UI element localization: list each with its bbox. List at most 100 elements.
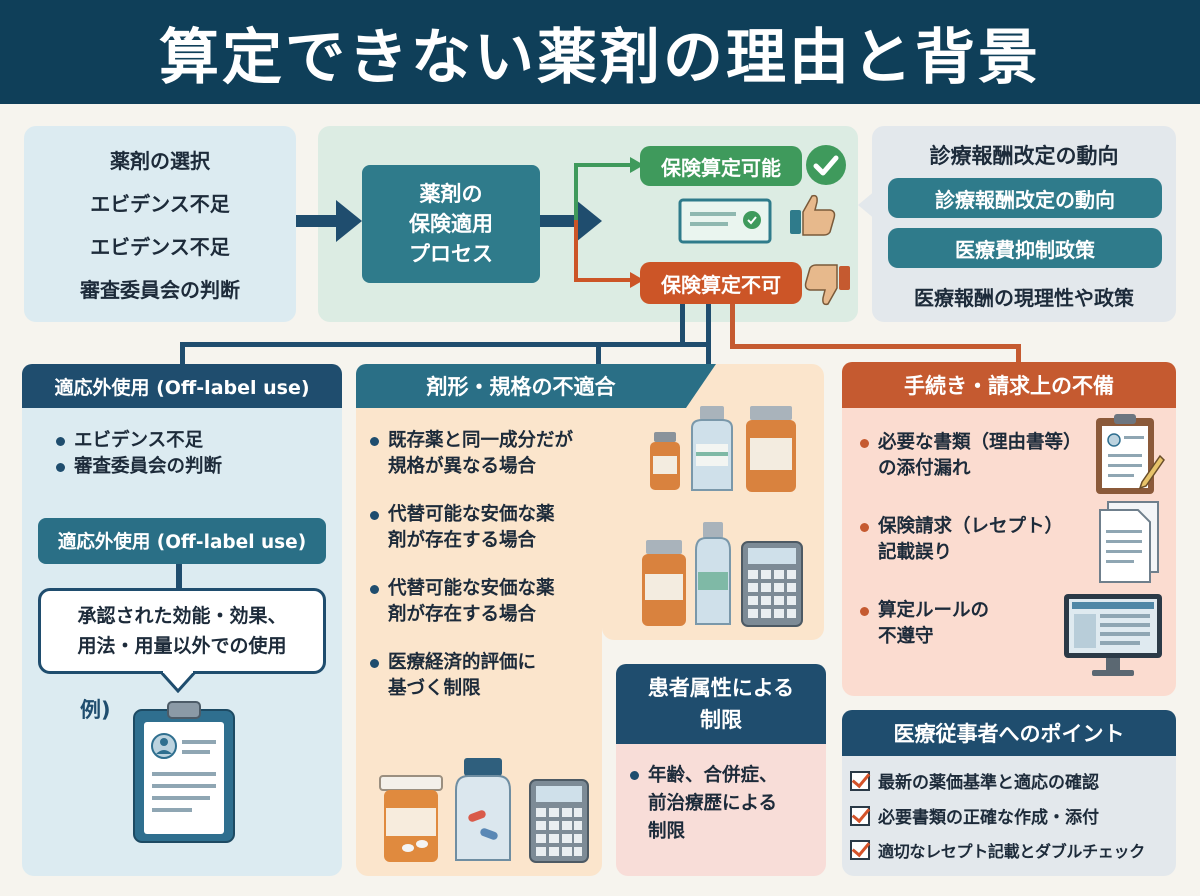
top-left-line: エビデンス不足 — [90, 235, 230, 259]
offlabel-header: 適応外使用 (Off-label use) — [22, 364, 342, 408]
definition-line: 用法・用量以外での使用 — [77, 635, 287, 657]
approved-pill: 保険算定可能 — [640, 146, 802, 186]
connector-line — [180, 342, 185, 370]
thumbs-down-icon — [804, 264, 850, 306]
patient-header-line: 患者属性による — [647, 676, 795, 700]
list-item-line: 制限 — [648, 821, 686, 842]
insurance-process-box: 薬剤の 保険適用 プロセス — [362, 165, 540, 283]
list-item: 審査委員会の判断 — [54, 454, 324, 480]
checklist-item: 必要書類の正確な作成・添付 — [850, 803, 1174, 828]
list-item-line: の添付漏れ — [878, 458, 971, 479]
checklist-item-label: 最新の薬価基準と適応の確認 — [878, 773, 1099, 793]
list-item-line: 代替可能な安価な薬 — [388, 504, 555, 525]
medicine-bottle-icon — [691, 406, 733, 491]
monitor-icon — [1064, 594, 1162, 676]
checklist-item-label: 必要書類の正確な作成・添付 — [878, 808, 1099, 828]
dosage-form-header-label: 剤形・規格の不適合 — [426, 375, 616, 399]
process-line: プロセス — [409, 242, 493, 266]
check-icon — [806, 145, 846, 185]
list-item: 既存薬と同一成分だが規格が異なる場合 — [368, 428, 618, 480]
list-item-line: 代替可能な安価な薬 — [388, 578, 555, 599]
list-item-line: 剤が存在する場合 — [388, 604, 537, 625]
page-title: 算定できない薬剤の理由と背景 — [159, 22, 1041, 93]
arrow-right-icon — [296, 200, 362, 242]
trends-footer: 医療報酬の現理性や政策 — [914, 286, 1134, 310]
top-left-line: 薬剤の選択 — [110, 149, 210, 173]
certificate-icon — [678, 198, 772, 244]
procedure-header-label: 手続き・請求上の不備 — [904, 374, 1114, 398]
denied-pill: 保険算定不可 — [640, 262, 802, 304]
checkbox-icon — [850, 805, 870, 826]
medicine-bottle-icon — [379, 775, 443, 862]
trends-panel — [872, 126, 1176, 322]
trends-title: 診療報酬改定の動向 — [929, 144, 1119, 168]
list-item-line: 記載誤り — [878, 542, 953, 563]
clipboard-icon — [133, 701, 235, 843]
list-item: 代替可能な安価な薬剤が存在する場合 — [368, 502, 618, 554]
list-item-line: 不遵守 — [878, 626, 934, 647]
checklist-item: 適切なレセプト記載とダブルチェック — [850, 838, 1174, 862]
list-item-line: 保険請求（レセプト） — [878, 516, 1064, 537]
example-label: 例) — [80, 698, 111, 722]
connector-line — [680, 304, 685, 346]
list-item: 算定ルールの不遵守 — [858, 598, 1098, 650]
list-item-line: 前治療歴による — [648, 793, 777, 814]
list-item-line: 基づく制限 — [388, 678, 481, 699]
checklist-item: 最新の薬価基準と適応の確認 — [850, 768, 1174, 793]
list-item: 必要な書類（理由書等）の添付漏れ — [858, 430, 1098, 482]
connector-line — [730, 344, 1020, 349]
process-line: 薬剤の — [419, 182, 483, 206]
list-item: 代替可能な安価な薬剤が存在する場合 — [368, 576, 618, 628]
patient-header-line: 制限 — [700, 708, 742, 732]
dosage-form-header: 剤形・規格の不適合 — [356, 364, 686, 408]
definition-line: 承認された効能・効果、 — [77, 605, 287, 627]
medicine-bottle-icon — [650, 432, 680, 490]
thumbs-up-icon — [790, 194, 836, 236]
points-header-label: 医療従事者へのポイント — [893, 722, 1125, 746]
offlabel-bullets: エビデンス不足 審査委員会の判断 — [54, 428, 324, 480]
title-bar: 算定できない薬剤の理由と背景 — [0, 0, 1200, 104]
patient-header: 患者属性による 制限 — [616, 664, 826, 744]
list-item-line: 年齢、合併症、 — [648, 765, 778, 786]
checkbox-icon — [850, 840, 870, 860]
offlabel-sub-header-label: 適応外使用 (Off-label use) — [57, 532, 307, 553]
offlabel-sub-header: 適応外使用 (Off-label use) — [38, 518, 326, 564]
trend-item-label: 診療報酬改定の動向 — [935, 187, 1115, 212]
pointer-icon — [858, 190, 876, 220]
list-item: 医療経済的評価に基づく制限 — [368, 650, 618, 702]
connector-line — [176, 564, 182, 590]
branch-connector — [574, 157, 644, 288]
patient-bullets: 年齢、合併症、 前治療歴による 制限 — [628, 762, 818, 846]
list-item-line: 算定ルールの — [878, 600, 990, 621]
definition-bubble: 承認された効能・効果、 用法・用量以外での使用 — [38, 588, 326, 674]
list-item: 保険請求（レセプト） 記載誤り — [858, 514, 1098, 566]
process-line: 保険適用 — [409, 212, 493, 236]
medicine-bottle-icon — [642, 540, 686, 626]
top-left-line: 審査委員会の判断 — [80, 278, 240, 302]
trend-item: 診療報酬改定の動向 — [888, 178, 1162, 218]
list-item-line: 既存薬と同一成分だが — [388, 430, 574, 451]
checkbox-icon — [850, 770, 870, 791]
checklist-item-label: 適切なレセプト記載とダブルチェック — [878, 842, 1145, 861]
trend-item: 医療費抑制政策 — [888, 228, 1162, 268]
calculator-icon — [741, 541, 803, 627]
points-checklist: 最新の薬価基準と適応の確認 必要書類の正確な作成・添付 適切なレセプト記載とダブ… — [850, 768, 1174, 872]
list-item-line: 剤が存在する場合 — [388, 530, 537, 551]
procedure-header: 手続き・請求上の不備 — [842, 362, 1176, 408]
top-left-line: エビデンス不足 — [90, 192, 230, 216]
bubble-tail-icon — [160, 671, 196, 693]
list-item-line: 医療経済的評価に — [388, 652, 537, 673]
connector-line — [180, 342, 710, 347]
clipboard-icon — [1096, 414, 1165, 494]
procedure-bullets: 必要な書類（理由書等）の添付漏れ 保険請求（レセプト） 記載誤り 算定ルールの不遵… — [858, 430, 1098, 650]
points-header: 医療従事者へのポイント — [842, 710, 1176, 756]
denied-label: 保険算定不可 — [661, 272, 781, 297]
list-item-line: 規格が異なる場合 — [388, 456, 537, 477]
medicine-bottle-icon — [695, 522, 731, 625]
approved-label: 保険算定可能 — [661, 155, 781, 180]
connector-line — [596, 342, 601, 368]
connector-line — [706, 304, 711, 384]
list-item: エビデンス不足 — [54, 428, 324, 454]
document-icon — [1099, 501, 1159, 583]
trend-item-label: 医療費抑制政策 — [955, 237, 1095, 262]
